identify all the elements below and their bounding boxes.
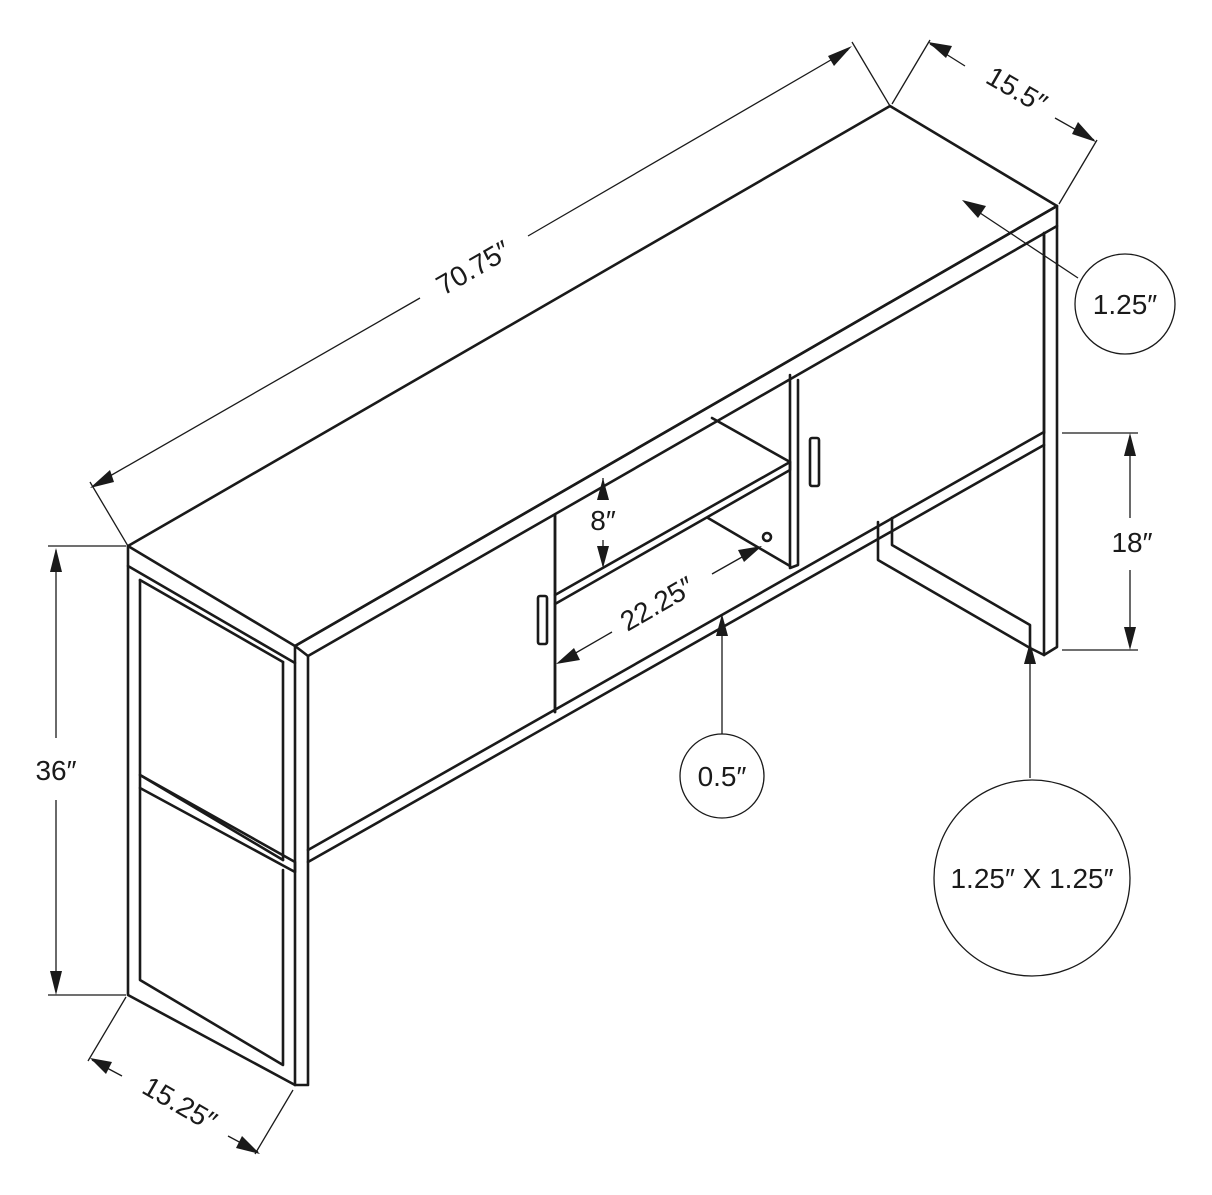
tabletop-left-edge (126, 544, 297, 665)
width-arrow-left (90, 470, 114, 488)
width-dimension-line-right (527, 49, 849, 237)
tabletop-top-face (126, 104, 1059, 648)
shelf-back-lower (706, 516, 792, 568)
left-front-leg (293, 654, 310, 1087)
top-thickness-label: 1.25″ (1093, 289, 1157, 320)
leg-profile-label: 1.25″ X 1.25″ (950, 863, 1113, 894)
right-back-leg-inner (890, 516, 1032, 650)
total-height-label: 36″ (35, 755, 76, 786)
panel-thickness-label: 0.5″ (698, 761, 747, 792)
right-door (788, 373, 800, 570)
console-table-drawing (126, 104, 1059, 1087)
width-arrow-right (828, 46, 852, 66)
right-door-handle (808, 436, 821, 488)
left-back-leg (126, 564, 297, 1087)
left-side-crossbar (138, 773, 297, 874)
right-back-leg-frame (876, 520, 1046, 657)
cable-hole (761, 531, 773, 543)
depth-base-label: 15.25″ (137, 1070, 222, 1137)
panel-thickness-callout (679, 733, 765, 819)
cabinet-bottom-front (306, 430, 1046, 852)
left-side-top-rail (138, 578, 285, 664)
leg-profile-callout (933, 779, 1131, 977)
left-door-handle (536, 594, 549, 646)
top-thickness-pointer (967, 204, 1079, 279)
shelf-width-label: 22.25″ (615, 570, 700, 637)
width-dimension-line-left (95, 297, 421, 485)
width-label: 70.75″ (431, 234, 516, 301)
cabinet-bottom-back (306, 443, 1046, 864)
shelf-back-top (710, 416, 792, 464)
top-thickness-callout (1074, 253, 1176, 355)
right-front-leg (1042, 224, 1059, 657)
dimension-lines (48, 39, 1138, 1155)
left-side-inner-frame-lower (138, 786, 285, 1067)
depth-top-label: 15.5″ (981, 60, 1052, 119)
shelf-height-label: 8″ (590, 505, 616, 536)
upper-height-label: 18″ (1111, 527, 1152, 558)
